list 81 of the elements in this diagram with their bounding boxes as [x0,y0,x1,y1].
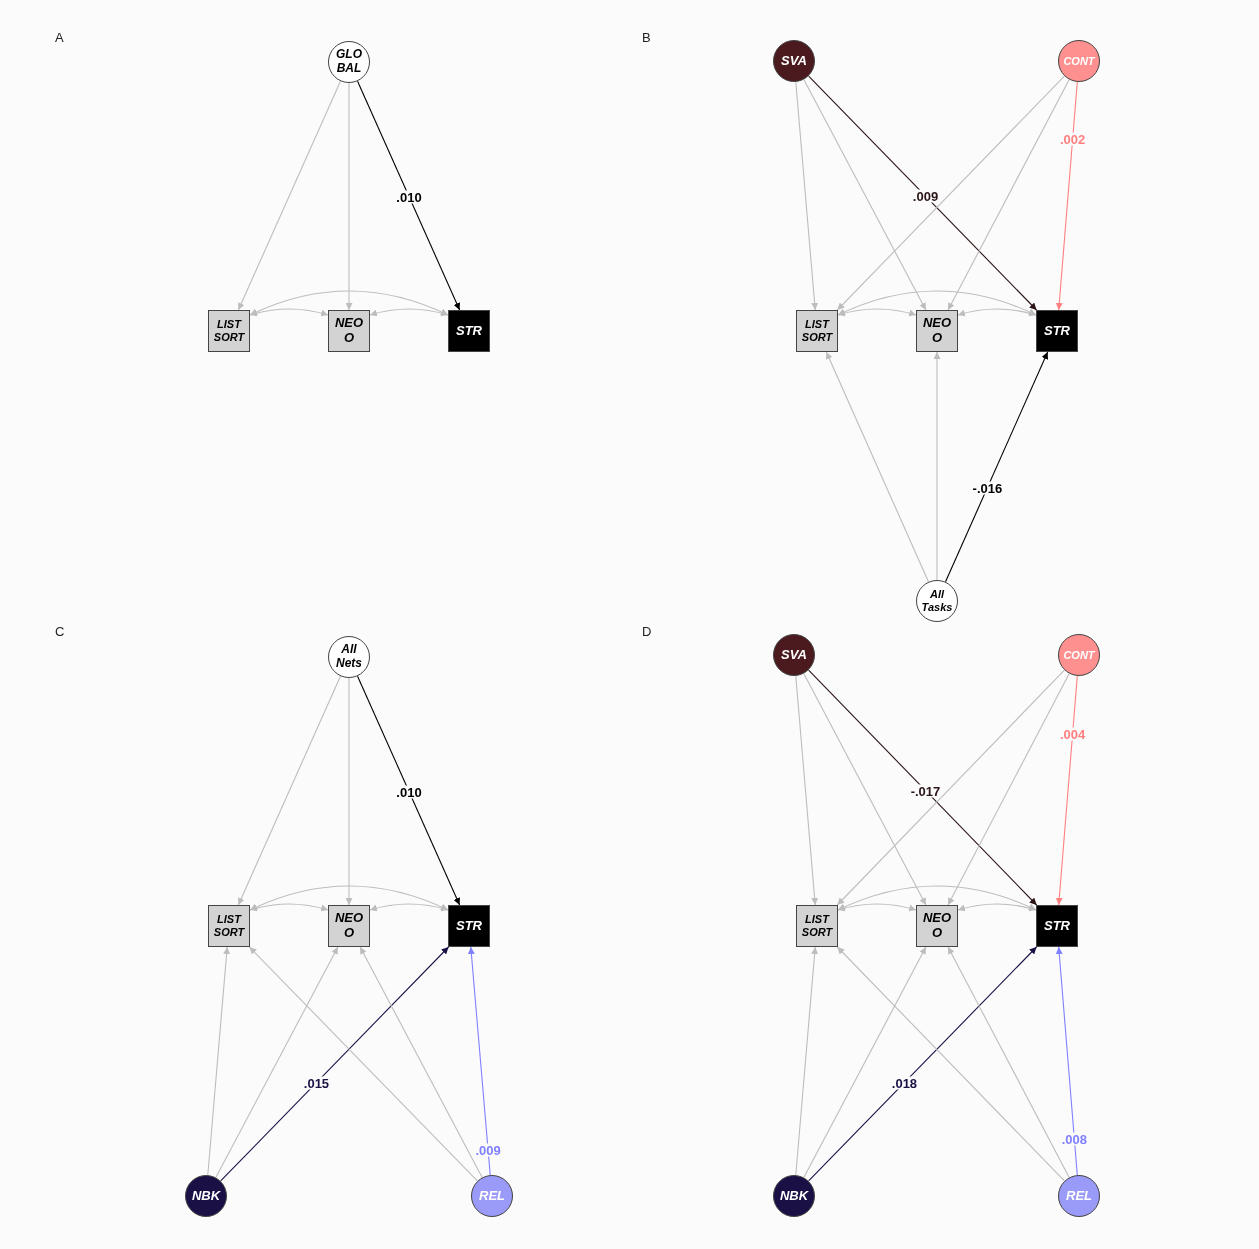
path-arrow [795,946,819,1176]
panel-letter: B [642,31,651,44]
path-arrow [836,75,1065,311]
node-label: REL [1065,1188,1093,1204]
edge-label: .015 [302,1076,331,1090]
path-arrow [249,290,449,316]
edge-label: .010 [395,190,423,203]
observed-box [448,905,490,947]
observed-box [208,905,250,947]
node-label: STR [1043,918,1071,934]
path-arrow [947,673,1070,906]
path-arrow [837,885,1037,911]
node-label: LIST SORT [212,913,246,939]
observed-box [328,905,370,947]
path-arrow [795,675,819,906]
observed-box [796,310,838,352]
path-arrow [808,669,1038,906]
node-label: STR [455,918,483,934]
path-arrow [359,946,483,1178]
path-arrow [933,351,941,581]
path-arrow [947,79,1070,311]
path-arrow [248,946,478,1182]
node-label: LIST SORT [800,318,834,344]
node-label: SVA [780,53,808,69]
node-label: NBK [778,1188,810,1204]
node-label: CONT [1062,54,1096,68]
path-arrow [207,946,231,1176]
edge-label: -.016 [971,481,1004,495]
node-label: NEO O [333,316,365,346]
node-label: LIST SORT [212,318,246,344]
edge-label: -.017 [909,784,942,797]
node-label: All Tasks [920,588,954,614]
edge-label: .009 [474,1143,502,1157]
observed-box [1036,310,1078,352]
observed-box [916,905,958,947]
observed-box [448,310,490,352]
path-arrow [1055,946,1078,1176]
path-arrow [345,677,353,906]
observed-box [796,905,838,947]
node-label: STR [455,323,483,339]
path-arrow [803,79,927,311]
path-arrow [1055,81,1078,311]
panel-letter: D [642,625,652,638]
node-label: All Nets [335,643,363,671]
path-arrow [345,82,353,311]
edge-label: .002 [1058,132,1087,146]
node-label: LIST SORT [800,913,834,939]
node-label: STR [1043,323,1071,339]
observed-box [1036,905,1078,947]
path-arrow [947,946,1070,1178]
node-label: SVA [780,647,808,663]
node-label: NEO O [921,911,953,941]
observed-box [208,310,250,352]
node-label: CONT [1062,648,1096,662]
path-arrow [803,673,927,906]
observed-box [328,310,370,352]
node-label: NEO O [333,911,365,941]
path-arrow [220,946,450,1182]
panel-letter: C [55,625,65,638]
path-arrow [803,946,927,1178]
path-arrow [836,669,1065,906]
node-label: NEO O [921,316,953,346]
path-arrow [795,81,819,311]
path-arrow [808,946,1038,1182]
path-arrow [836,946,1065,1182]
edge-label: .009 [911,189,940,203]
node-label: GLO BAL [335,48,363,76]
edge-label: .018 [890,1076,919,1090]
panel-letter: A [55,31,64,44]
edge-label: .010 [395,785,423,798]
node-label: REL [478,1188,506,1204]
path-arrow [808,75,1038,311]
node-label: NBK [190,1188,222,1204]
path-arrow [467,946,491,1176]
path-arrow [249,885,449,911]
path-arrow [837,290,1037,316]
path-arrow [215,946,339,1178]
path-arrow [1055,675,1078,906]
observed-box [916,310,958,352]
edge-label: .008 [1060,1132,1089,1146]
edge-label: .004 [1058,727,1087,741]
